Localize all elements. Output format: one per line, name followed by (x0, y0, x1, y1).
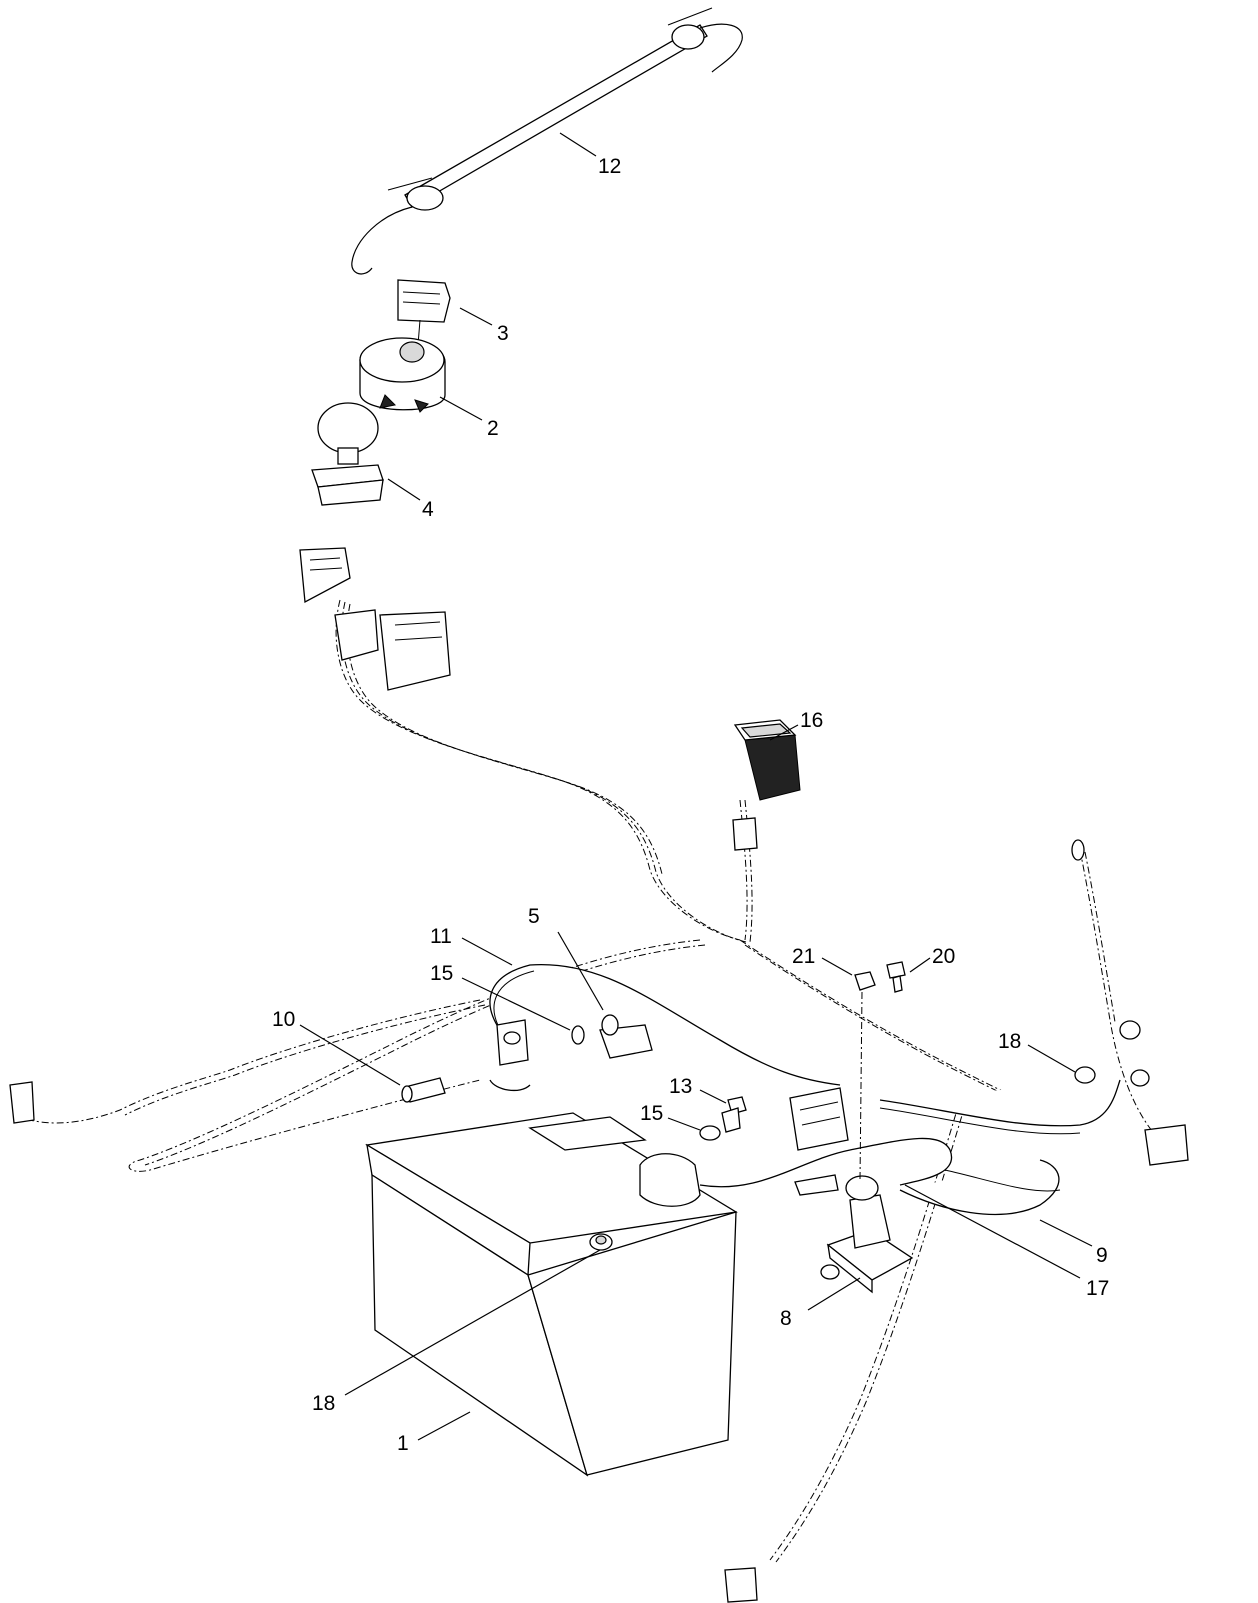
hour-meter (732, 719, 801, 851)
callout-4: 4 (422, 498, 434, 521)
callout-20: 20 (932, 945, 955, 968)
battery-boot (599, 1014, 653, 1059)
callout-8: 8 (780, 1307, 792, 1330)
harness-connector-main (789, 1087, 849, 1151)
cables (699, 1079, 1121, 1216)
callout-9: 9 (1096, 1244, 1108, 1267)
callout-10: 10 (272, 1008, 295, 1031)
callouts: 12 3 2 4 16 5 11 15 10 21 20 18 13 15 9 … (272, 155, 1109, 1455)
callout-13: 13 (669, 1075, 692, 1098)
hardware (854, 961, 1150, 1181)
fuse (401, 1077, 446, 1103)
screw (721, 1096, 747, 1133)
callout-16: 16 (800, 709, 823, 732)
callout-11: 11 (430, 925, 452, 948)
callout-18b: 18 (312, 1392, 335, 1415)
battery-strap (351, 7, 743, 275)
callout-21: 21 (792, 945, 815, 968)
callout-1: 1 (397, 1432, 409, 1455)
washer-15a (571, 1025, 585, 1045)
solenoid (794, 1174, 914, 1294)
callout-5: 5 (528, 905, 540, 928)
callout-12: 12 (598, 155, 621, 178)
callout-18a: 18 (998, 1030, 1021, 1053)
pto-switch (311, 402, 384, 506)
ignition-key (397, 279, 451, 346)
battery (365, 1112, 738, 1477)
positive-battery-cable (489, 963, 841, 1092)
leader-lines (299, 132, 1093, 1441)
harness-connectors (9, 547, 1189, 1603)
callout-3: 3 (497, 322, 509, 345)
callout-2: 2 (487, 417, 499, 440)
callout-17: 17 (1086, 1277, 1109, 1300)
callout-15b: 15 (640, 1102, 663, 1125)
washer-15b (699, 1125, 721, 1141)
callout-15a: 15 (430, 962, 453, 985)
ignition-switch (359, 337, 446, 413)
